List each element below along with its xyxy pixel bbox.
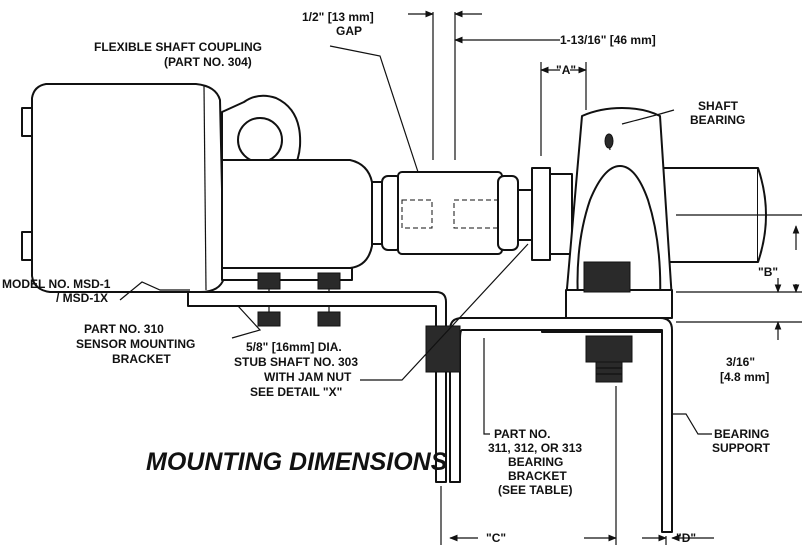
dim-b-label: "B" — [758, 265, 778, 279]
shaft-bearing-label-line1: SHAFT — [698, 99, 739, 113]
leader-lines — [119, 45, 712, 435]
dim-c-label: "C" — [486, 531, 506, 545]
bearing-bolt — [585, 335, 633, 383]
part311-label-line4: BRACKET — [508, 469, 567, 483]
bearing-support-label-line2: SUPPORT — [712, 441, 771, 455]
dimension-arrows — [408, 10, 800, 542]
coupling-label-line2: (PART NO. 304) — [164, 55, 252, 69]
shaft-bearing — [541, 107, 673, 333]
stub-shaft-label-line1: 5/8" [16mm] DIA. — [246, 340, 342, 354]
model-label-line1: MODEL NO. MSD-1 — [2, 277, 111, 291]
side-bolt — [425, 325, 461, 373]
model-label-line2: / MSD-1X — [56, 291, 108, 305]
part310-label-line1: PART NO. 310 — [84, 322, 164, 336]
flexible-shaft-coupling — [381, 171, 519, 255]
sensor-body — [21, 83, 383, 293]
sensor-mounting-bracket — [187, 291, 447, 483]
dim-316-label-line2: [4.8 mm] — [720, 370, 769, 384]
shaft-bearing-label-line2: BEARING — [690, 113, 745, 127]
part311-label-line2: 311, 312, OR 313 — [488, 441, 582, 455]
part311-label-line5: (SEE TABLE) — [498, 483, 572, 497]
stub-shaft-label-line3: WITH JAM NUT — [264, 370, 352, 384]
dim-a-label: "A" — [556, 63, 576, 77]
stub-shaft-label-line4: SEE DETAIL "X" — [250, 385, 342, 399]
part311-label-line3: BEARING — [508, 455, 563, 469]
stub-shaft-label-line2: STUB SHAFT NO. 303 — [234, 355, 358, 369]
coupling-label-line1: FLEXIBLE SHAFT COUPLING — [94, 40, 262, 54]
mounting-dimensions-title: MOUNTING DIMENSIONS — [146, 448, 448, 476]
part310-label-line3: BRACKET — [112, 352, 171, 366]
dim-316-label-line1: 3/16" — [726, 355, 755, 369]
part310-label-line2: SENSOR MOUNTING — [76, 337, 195, 351]
dim-46mm-label: 1-13/16" [46 mm] — [560, 33, 656, 47]
part311-label-line1: PART NO. — [494, 427, 550, 441]
gap-label-line2: GAP — [336, 24, 362, 38]
bearing-support-label-line1: BEARING — [714, 427, 769, 441]
dim-d-label: "D" — [676, 531, 696, 545]
stub-shaft — [517, 167, 573, 261]
bearing-support — [449, 317, 673, 533]
gap-label-line1: 1/2" [13 mm] — [302, 10, 374, 24]
